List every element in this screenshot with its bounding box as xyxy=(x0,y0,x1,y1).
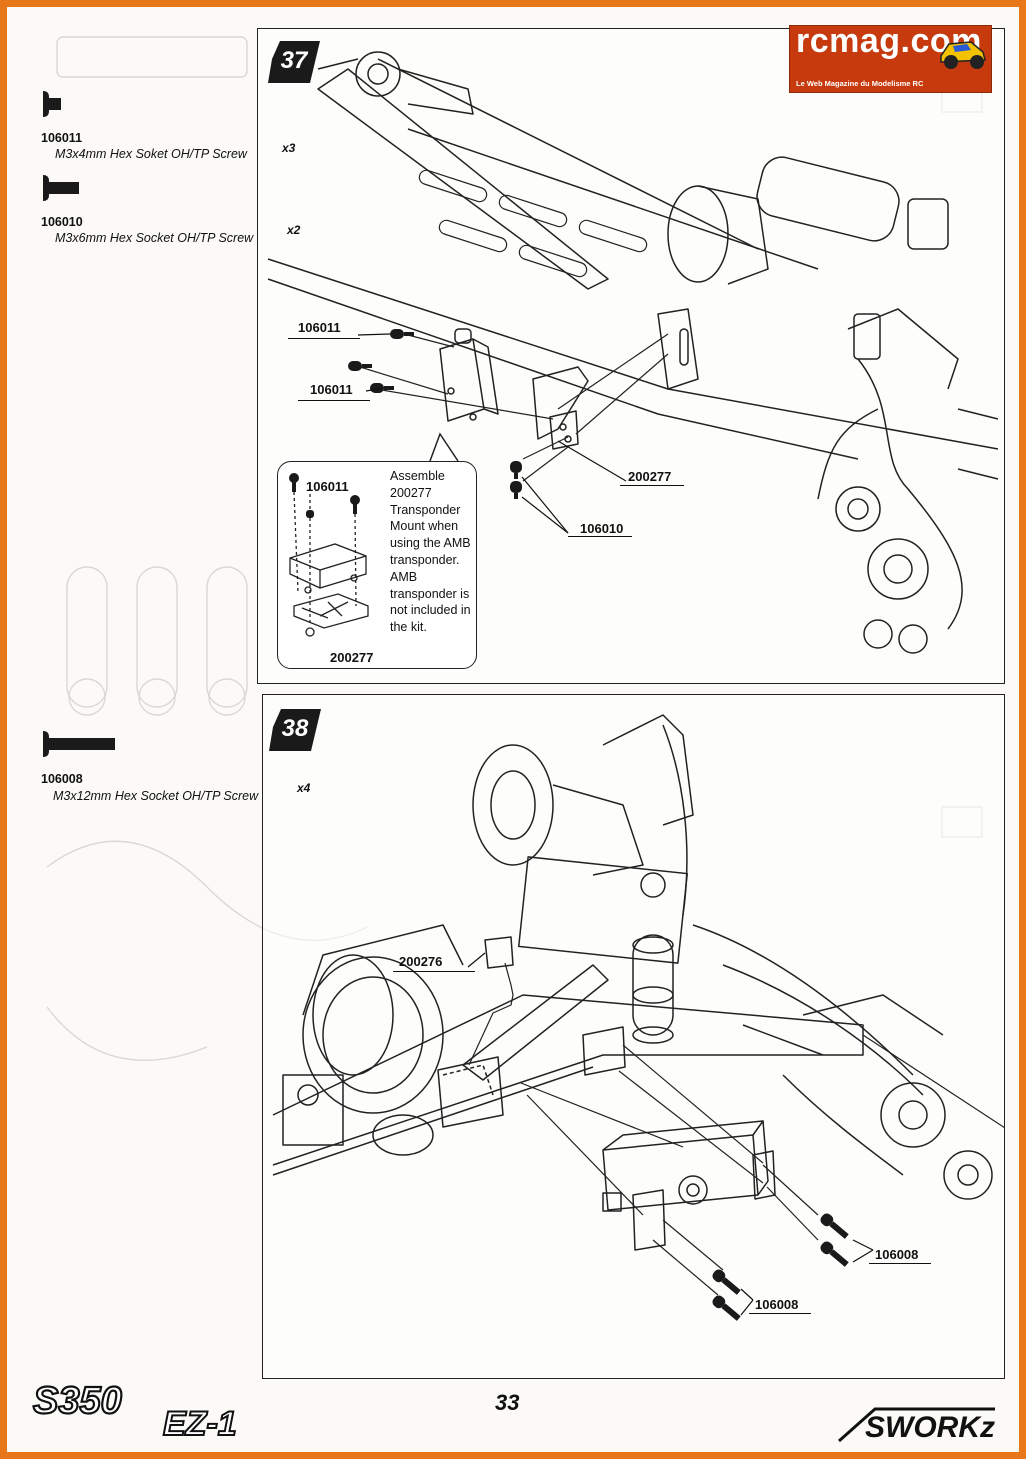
step-37-number: 37 xyxy=(280,47,308,74)
callout-200277: 200277 xyxy=(628,469,672,484)
callout-106008-bottom: 106008 xyxy=(755,1297,799,1312)
page-number: 33 xyxy=(495,1390,520,1415)
screw-icon xyxy=(43,91,61,117)
svg-text:SWORKz: SWORKz xyxy=(865,1411,995,1444)
callout-200276: 200276 xyxy=(399,954,443,969)
model-logo: S350 EZ-1 xyxy=(31,1377,295,1444)
callout-underline xyxy=(568,536,632,538)
transponder-note-box: 106011 200277 Assemble 200277 Transponde… xyxy=(277,461,477,669)
svg-text:EZ-1: EZ-1 xyxy=(163,1405,237,1439)
part-quantity: x3 xyxy=(282,141,296,155)
transponder-note-text: Assemble 200277 Transponder Mount when u… xyxy=(390,469,471,635)
part-entry-106011: 106011 M3x4mm Hex Soket OH/TP Screw x3 xyxy=(37,89,307,169)
part-name: M3x4mm Hex Soket OH/TP Screw xyxy=(55,147,247,161)
note-label-200277: 200277 xyxy=(330,650,374,665)
sworkz-logo: SWORKz xyxy=(835,1403,1003,1445)
callout-underline xyxy=(298,400,370,402)
rc-car-icon xyxy=(940,41,986,69)
part-code: 106008 xyxy=(41,772,83,786)
callout-underline xyxy=(869,1263,931,1265)
callout-106010: 106010 xyxy=(580,521,624,536)
part-name: M3x12mm Hex Socket OH/TP Screw xyxy=(53,789,259,803)
note-label-106011: 106011 xyxy=(306,479,349,494)
part-entry-106010: 106010 M3x6mm Hex Socket OH/TP Screw x2 xyxy=(37,173,307,253)
step-37-diagram xyxy=(267,51,999,654)
callout-underline xyxy=(393,971,475,973)
part-code: 106011 xyxy=(41,131,83,145)
step-38-diagram xyxy=(272,714,1004,1321)
part-quantity: x2 xyxy=(287,223,301,237)
part-name: M3x6mm Hex Socket OH/TP Screw xyxy=(55,231,254,245)
callout-106008-right: 106008 xyxy=(875,1247,919,1262)
step-38-panel: 38 200276 106008 106008 xyxy=(262,694,1005,1379)
transponder-mount-illustration xyxy=(289,473,369,637)
callout-106011-top: 106011 xyxy=(298,320,341,335)
callout-underline xyxy=(749,1313,811,1315)
screw-icon xyxy=(43,731,115,757)
part-entry-106008: 106008 M3x12mm Hex Socket OH/TP Screw x4 xyxy=(37,729,311,809)
callout-underline xyxy=(620,485,684,487)
callout-underline xyxy=(288,338,360,340)
step-37-badge: 37 xyxy=(266,39,322,85)
screw-icon xyxy=(43,175,79,201)
part-code: 106010 xyxy=(41,215,83,229)
rcmag-tagline: Le Web Magazine du Modelisme RC xyxy=(796,79,924,88)
callout-106011-mid: 106011 xyxy=(310,382,353,397)
step-38-badge: 38 xyxy=(267,707,323,753)
rcmag-logo[interactable]: rcmag.com Le Web Magazine du Modelisme R… xyxy=(789,22,992,93)
step-38-number: 38 xyxy=(281,715,309,742)
svg-text:S350: S350 xyxy=(33,1380,122,1422)
part-quantity: x4 xyxy=(297,781,311,795)
